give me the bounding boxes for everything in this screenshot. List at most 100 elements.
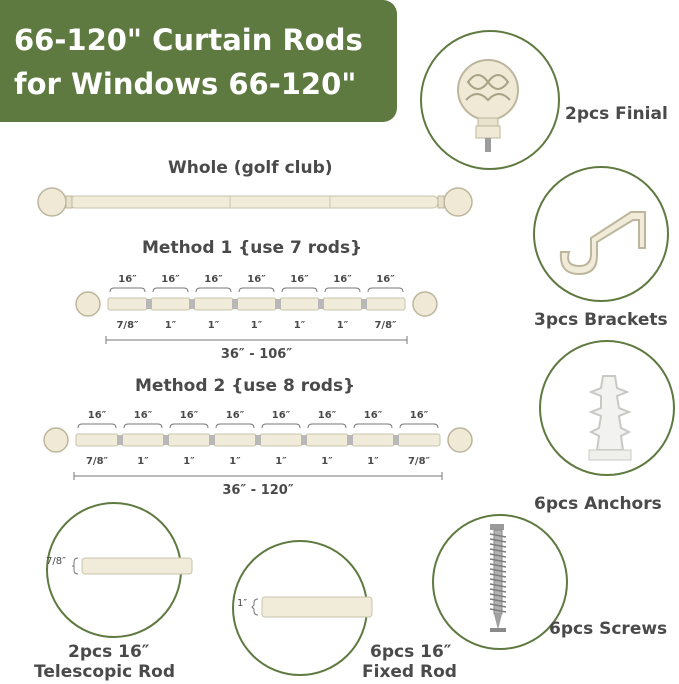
method1-rod-segment xyxy=(150,297,191,311)
method1-bottom-label: 7/8″ xyxy=(116,320,139,331)
bracket-icon xyxy=(559,211,646,276)
method2-length-bracket xyxy=(169,423,209,429)
telescopic-rod-image xyxy=(46,502,193,638)
fixed-rod-icon xyxy=(251,596,373,618)
method2-diagram: 16″7/8″16″1″16″1″16″1″16″1″16″1″16″1″16″… xyxy=(43,410,473,498)
method2-title: Method 2 {use 8 rods} xyxy=(135,376,356,396)
title-banner: 66-120" Curtain Rods for Windows 66-120" xyxy=(0,0,397,122)
anchors-label: 6pcs Anchors xyxy=(534,494,662,514)
method2-bottom-label: 1″ xyxy=(183,456,195,467)
method1-connector xyxy=(318,299,324,309)
method2-rod-segment xyxy=(213,433,257,447)
method2-length-bracket xyxy=(307,423,347,429)
method2-length-bracket xyxy=(353,423,393,429)
brackets-label: 3pcs Brackets xyxy=(534,310,668,330)
method1-length-bracket xyxy=(109,287,146,293)
method2-rod-segment xyxy=(305,433,349,447)
method1-connector xyxy=(275,299,281,309)
method2-bottom-label: 7/8″ xyxy=(408,456,431,467)
method2-bottom-label: 1″ xyxy=(321,456,333,467)
screws-label: 6pcs Screws xyxy=(549,619,668,639)
method1-range-label: 36″ - 106″ xyxy=(221,347,292,362)
screw-image xyxy=(432,514,568,650)
method1-rod-segment xyxy=(279,297,320,311)
bracket-image xyxy=(533,166,669,302)
method1-length-bracket xyxy=(324,287,361,293)
method1-length-bracket xyxy=(367,287,404,293)
method2-rod-segment xyxy=(121,433,165,447)
fixed-label-name: Fixed Rod xyxy=(362,662,457,682)
method2-length-bracket xyxy=(215,423,255,429)
method2-left-finial-icon xyxy=(43,427,69,453)
method2-top-label: 16″ xyxy=(226,410,245,421)
method1-top-label: 16″ xyxy=(247,274,266,285)
method2-right-finial-icon xyxy=(447,427,473,453)
method2-bottom-label: 1″ xyxy=(137,456,149,467)
method2-length-bracket xyxy=(261,423,301,429)
method1-length-bracket xyxy=(238,287,275,293)
method1-length-bracket xyxy=(152,287,189,293)
method2-top-label: 16″ xyxy=(410,410,429,421)
method1-top-label: 16″ xyxy=(204,274,223,285)
method2-connector xyxy=(163,435,169,445)
method1-top-label: 16″ xyxy=(333,274,352,285)
method2-connector xyxy=(301,435,307,445)
method1-top-label: 16″ xyxy=(376,274,395,285)
method1-bottom-label: 1″ xyxy=(337,320,349,331)
whole-title: Whole (golf club) xyxy=(168,158,333,178)
method1-bottom-label: 1″ xyxy=(208,320,220,331)
screw-icon xyxy=(489,524,507,632)
telescopic-label-qty: 2pcs 16″ xyxy=(68,642,150,662)
anchor-image xyxy=(539,340,675,476)
method2-connector xyxy=(117,435,123,445)
method1-rod-segment xyxy=(236,297,277,311)
method1-rod-segment xyxy=(322,297,363,311)
finial-icon xyxy=(457,59,519,152)
method2-top-label: 16″ xyxy=(88,410,107,421)
whole-rod-illustration xyxy=(37,187,473,217)
method2-bottom-label: 1″ xyxy=(275,456,287,467)
method2-rod-segment xyxy=(167,433,211,447)
method2-top-label: 16″ xyxy=(318,410,337,421)
method2-connector xyxy=(209,435,215,445)
method1-length-bracket xyxy=(195,287,232,293)
method2-length-bracket xyxy=(399,423,439,429)
method1-connector xyxy=(146,299,152,309)
method1-connector xyxy=(361,299,367,309)
method2-top-label: 16″ xyxy=(134,410,153,421)
method2-bottom-label: 1″ xyxy=(229,456,241,467)
method2-top-label: 16″ xyxy=(364,410,383,421)
method1-right-finial-icon xyxy=(412,291,438,317)
method2-bottom-label: 7/8″ xyxy=(86,456,109,467)
method1-top-label: 16″ xyxy=(161,274,180,285)
method1-bottom-label: 1″ xyxy=(294,320,306,331)
method2-length-bracket xyxy=(77,423,117,429)
telescopic-dim-label: 7/8″ xyxy=(46,556,66,567)
finial-label: 2pcs Finial xyxy=(565,104,668,124)
method2-connector xyxy=(255,435,261,445)
anchor-icon xyxy=(588,375,632,461)
method1-rod-segment xyxy=(193,297,234,311)
fixed-rod-image xyxy=(232,540,373,676)
method1-title: Method 1 {use 7 rods} xyxy=(142,238,363,258)
method2-top-label: 16″ xyxy=(180,410,199,421)
method1-diagram: 16″7/8″16″1″16″1″16″1″16″1″16″1″16″7/8″3… xyxy=(75,274,438,362)
method1-rod-segment xyxy=(365,297,406,311)
method2-range-label: 36″ - 120″ xyxy=(222,483,293,498)
method2-connector xyxy=(393,435,399,445)
method2-connector xyxy=(347,435,353,445)
left-finial-icon xyxy=(37,187,67,217)
right-finial-icon xyxy=(443,187,473,217)
method1-connector xyxy=(189,299,195,309)
method2-top-label: 16″ xyxy=(272,410,291,421)
method1-bottom-label: 1″ xyxy=(165,320,177,331)
method1-connector xyxy=(232,299,238,309)
method2-length-bracket xyxy=(123,423,163,429)
method1-rod-segment xyxy=(107,297,148,311)
method1-top-label: 16″ xyxy=(290,274,309,285)
method2-rod-segment xyxy=(397,433,441,447)
telescopic-label-name: Telescopic Rod xyxy=(34,662,176,682)
banner-line-1: 66-120" Curtain Rods xyxy=(14,23,363,57)
method1-left-finial-icon xyxy=(75,291,101,317)
method1-top-label: 16″ xyxy=(118,274,137,285)
